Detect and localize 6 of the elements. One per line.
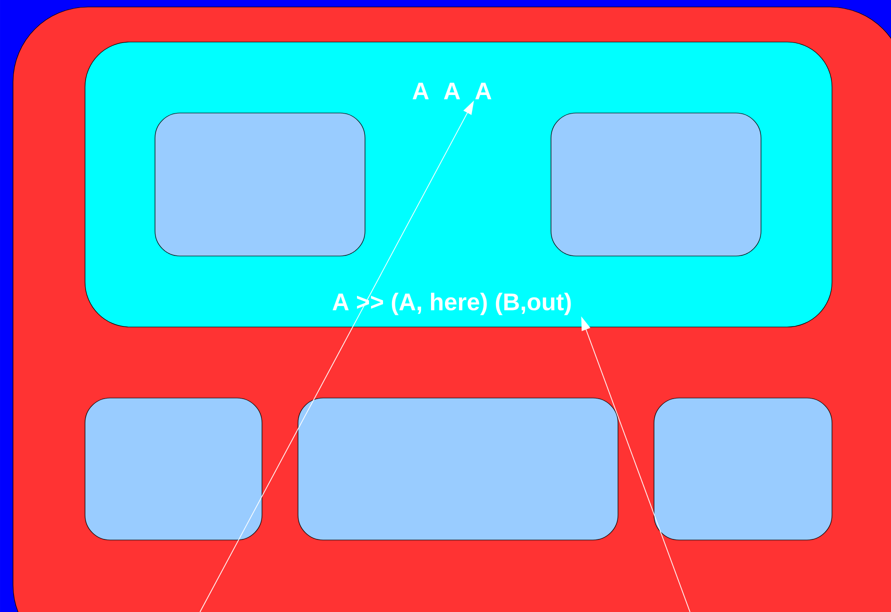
- rounded-box: [298, 398, 618, 540]
- rounded-box: [84, 398, 262, 540]
- label-text: A A A: [412, 82, 492, 100]
- rounded-box: [154, 112, 366, 256]
- rounded-box: [550, 112, 762, 256]
- rounded-box: [654, 398, 832, 540]
